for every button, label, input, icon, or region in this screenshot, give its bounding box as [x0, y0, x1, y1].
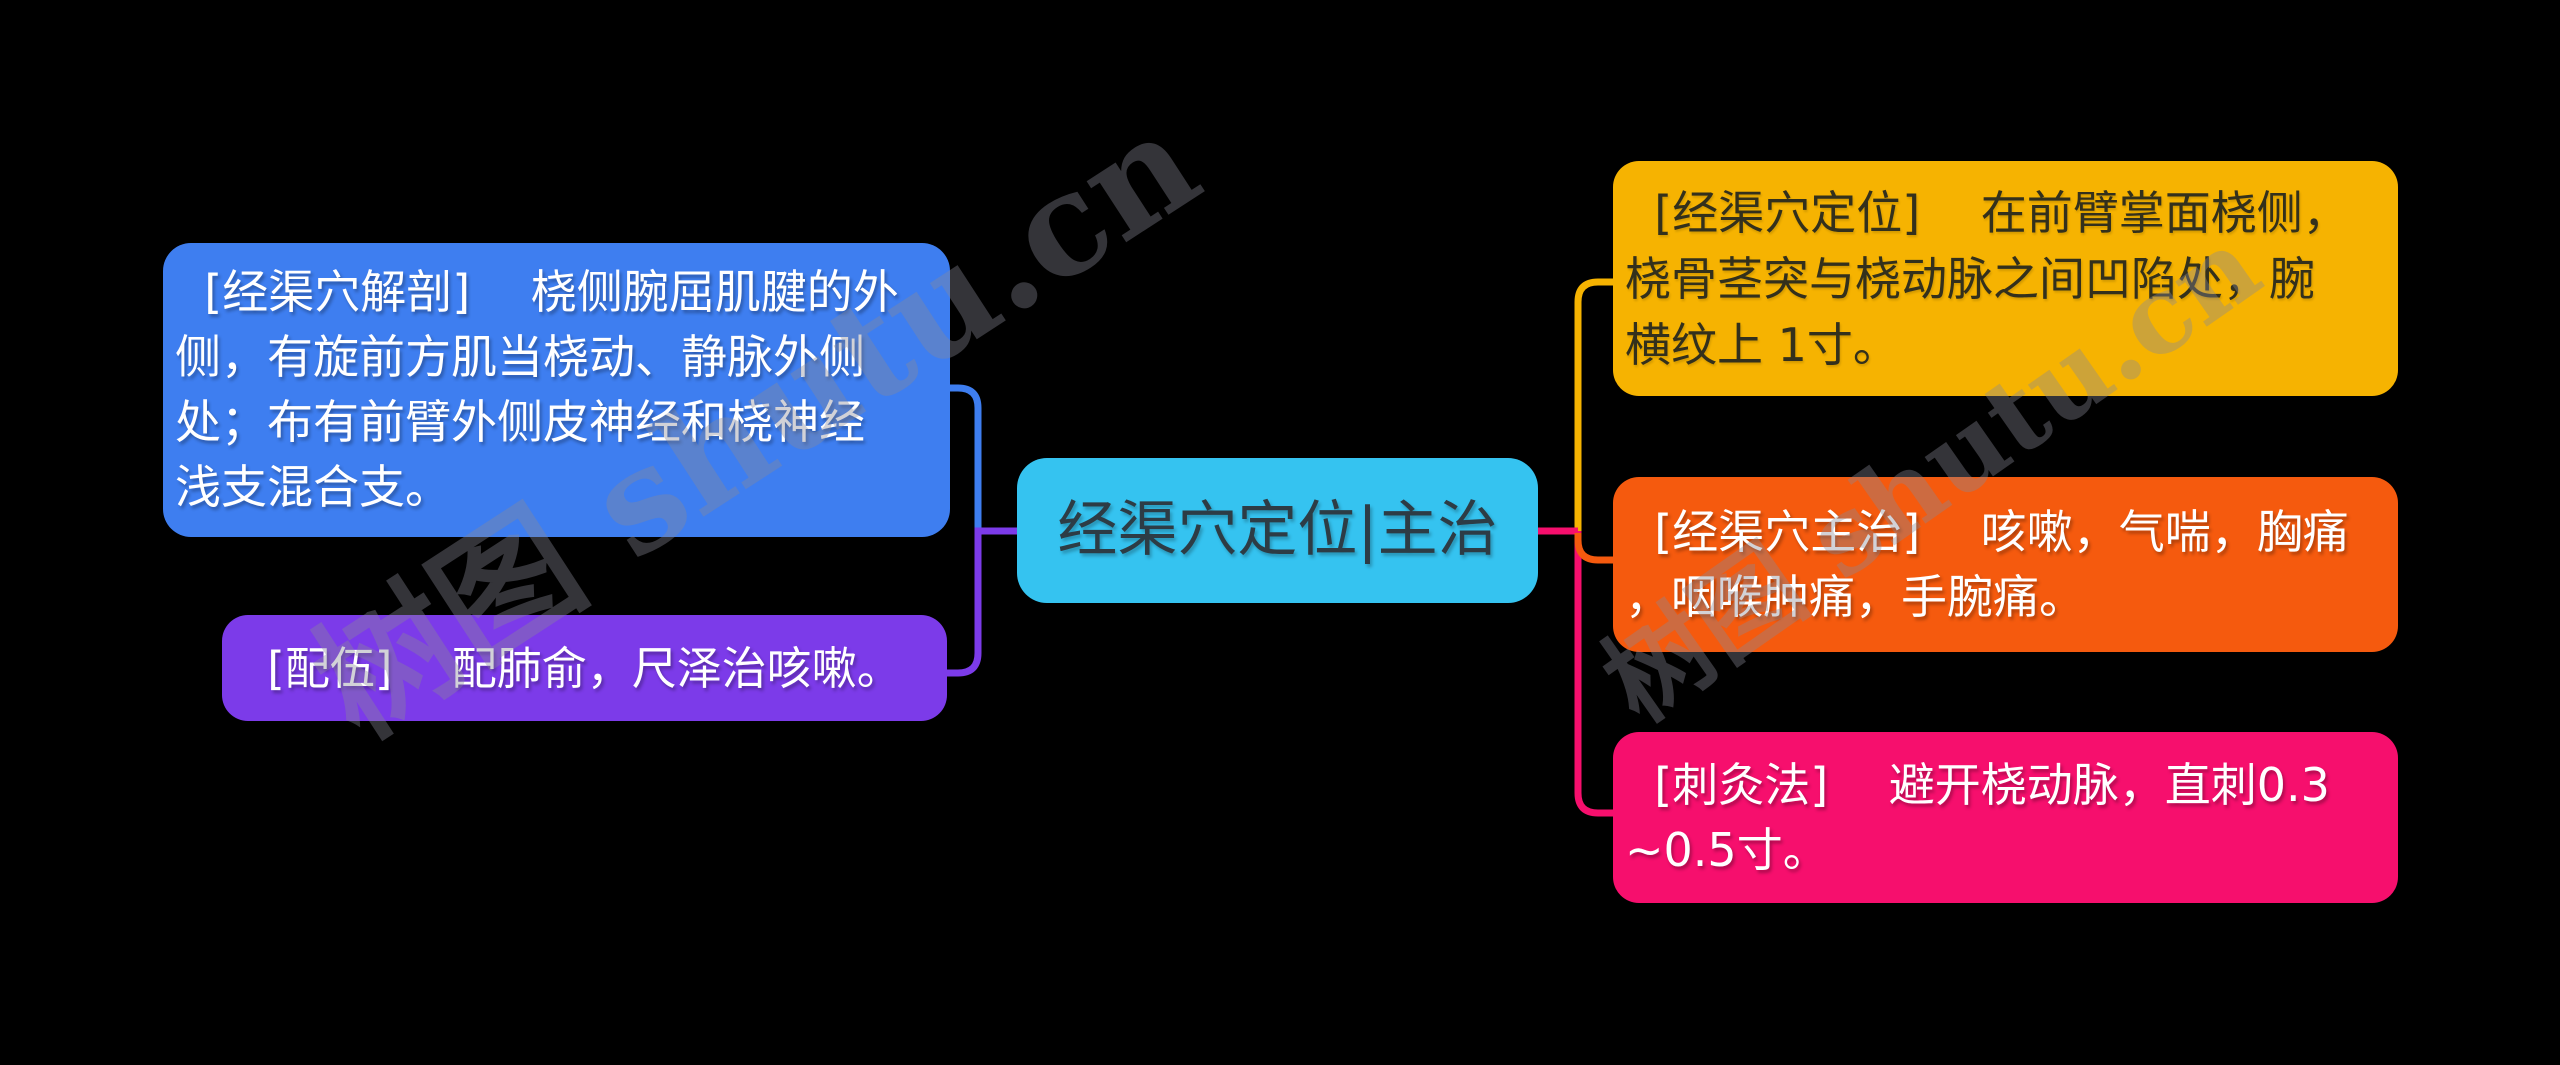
node-needling[interactable]: [刺灸法] 避开桡动脉，直刺0.3 ~0.5寸。	[1613, 732, 2398, 903]
edge-location	[1574, 278, 1613, 531]
node-needling-label: [刺灸法] 避开桡动脉，直刺0.3 ~0.5寸。	[1625, 757, 2330, 877]
node-location[interactable]: [经渠穴定位] 在前臂掌面桡侧， 桡骨茎突与桡动脉之间凹陷处，腕 横纹上 1寸。	[1613, 161, 2398, 396]
node-anatomy[interactable]: [经渠穴解剖] 桡侧腕屈肌腱的外 侧，有旋前方肌当桡动、静脉外侧 处；布有前臂外…	[163, 243, 950, 537]
node-location-label: [经渠穴定位] 在前臂掌面桡侧， 桡骨茎突与桡动脉之间凹陷处，腕 横纹上 1寸。	[1625, 185, 2349, 372]
node-peiwu[interactable]: [配伍] 配肺俞，尺泽治咳嗽。	[222, 615, 947, 721]
node-indications[interactable]: [经渠穴主治] 咳嗽，气喘，胸痛 ，咽喉肿痛，手腕痛。	[1613, 477, 2398, 652]
node-indications-label: [经渠穴主治] 咳嗽，气喘，胸痛 ，咽喉肿痛，手腕痛。	[1625, 504, 2349, 624]
edge-peiwu	[947, 527, 1017, 677]
edge-needling	[1538, 527, 1613, 817]
node-root[interactable]: 经渠穴定位|主治	[1017, 458, 1538, 603]
edge-anatomy	[950, 384, 982, 531]
node-root-label: 经渠穴定位|主治	[1057, 495, 1498, 565]
node-peiwu-label: [配伍] 配肺俞，尺泽治咳嗽。	[267, 641, 902, 695]
edge-indications	[1574, 533, 1613, 564]
node-anatomy-label: [经渠穴解剖] 桡侧腕屈肌腱的外 侧，有旋前方肌当桡动、静脉外侧 处；布有前臂外…	[175, 265, 899, 514]
